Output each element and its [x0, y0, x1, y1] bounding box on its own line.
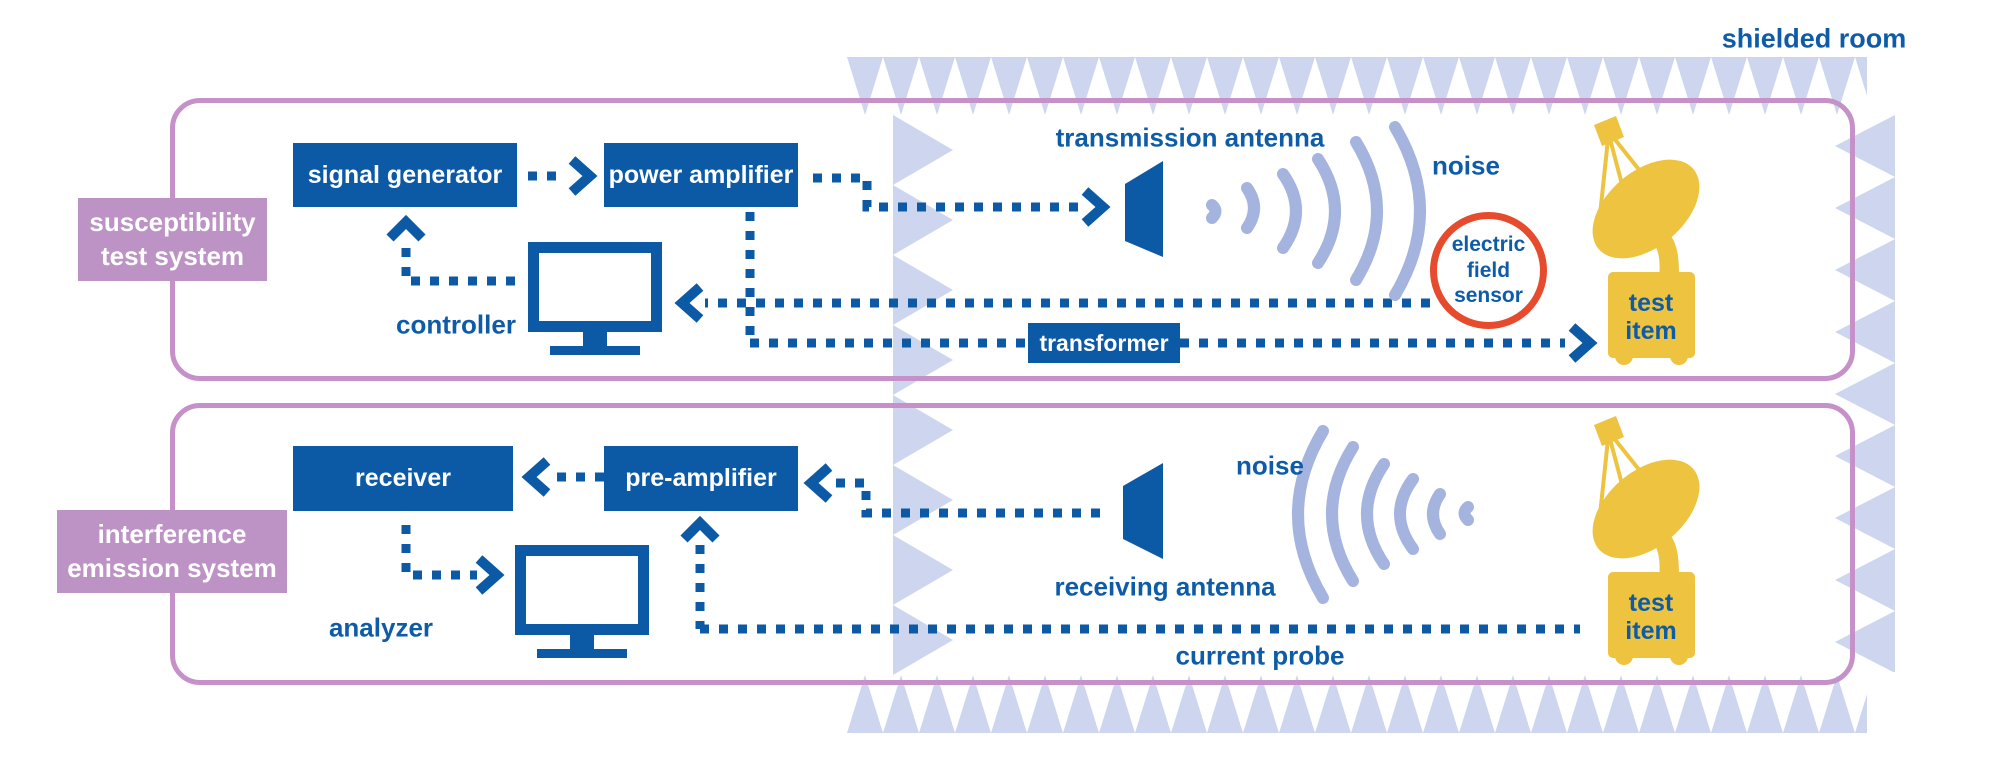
arrowhead-into-preamp — [803, 463, 833, 503]
test-item-icon-top: test item — [1592, 116, 1700, 365]
dish-arm-icon — [1642, 223, 1679, 285]
test-item-foot-right — [1670, 647, 1688, 665]
shielded-room-label: shielded room — [1721, 23, 1907, 54]
receiver-box: receiver — [293, 446, 513, 511]
analyzer-monitor-icon — [515, 545, 649, 658]
test-item-foot-left — [1615, 647, 1633, 665]
sensor-label-line3: sensor — [1454, 284, 1523, 308]
controller-label: controller — [396, 309, 516, 340]
arrowhead-up-into-preamp — [680, 515, 720, 543]
line-receiver-to-analyzer — [401, 525, 477, 580]
dish-icon — [1592, 459, 1700, 559]
dish-icon — [1592, 159, 1700, 259]
analyzer-label: analyzer — [328, 612, 434, 643]
test-item-foot-right — [1670, 347, 1688, 365]
interference-label-line2: emission system — [67, 552, 277, 583]
test-item-icon-bottom: test item — [1592, 416, 1700, 665]
pre-amplifier-box: pre-amplifier — [604, 446, 798, 511]
absorber-wall-top — [847, 57, 1867, 115]
test-item-foot-left — [1615, 347, 1633, 365]
noise-label-top: noise — [1432, 150, 1500, 181]
sensor-label-line1: electric — [1451, 233, 1526, 257]
receiving-antenna-icon — [1123, 463, 1163, 559]
analyzer-monitor-stand — [570, 633, 594, 651]
signal-generator-box: signal generator — [293, 143, 517, 207]
arrowhead-into-controller — [674, 283, 704, 323]
controller-monitor-base — [550, 346, 640, 355]
transformer-box: transformer — [1028, 323, 1180, 363]
line-poweramp-to-antenna — [813, 173, 1078, 212]
noise-waves-top — [1206, 121, 1426, 301]
transmission-antenna-label: transmission antenna — [1055, 122, 1325, 153]
test-item-label-line1: test — [1629, 289, 1674, 317]
arrowhead-into-receiver — [521, 457, 551, 497]
susceptibility-label-line1: susceptibility — [89, 207, 256, 238]
test-item-label-line2: item — [1625, 317, 1676, 345]
susceptibility-system-label: susceptibility test system — [78, 198, 267, 281]
analyzer-monitor-screen — [515, 545, 649, 635]
test-item-label-line1: test — [1629, 589, 1674, 617]
transmission-antenna-icon — [1125, 161, 1163, 257]
test-item-cabinet — [1608, 572, 1695, 658]
interference-label-line1: interference — [97, 519, 247, 550]
arrowhead-into-analyzer — [475, 555, 505, 595]
absorber-wall-right — [1835, 115, 1895, 672]
arrowhead-into-test-item-top — [1568, 323, 1598, 363]
dish-arm-icon — [1642, 523, 1679, 585]
noise-waves-bottom — [1292, 425, 1474, 604]
arrowhead-into-poweramp — [568, 156, 598, 196]
arrowhead-up-into-signalgen — [386, 214, 426, 242]
sensor-label-line2: field — [1466, 258, 1511, 282]
controller-monitor-stand — [583, 330, 607, 348]
line-controller-to-signalgen — [401, 240, 515, 286]
controller-monitor-screen — [528, 242, 662, 332]
controller-monitor-icon — [528, 242, 662, 355]
line-antenna-to-preamp — [836, 478, 1101, 518]
test-item-label-line2: item — [1625, 617, 1676, 645]
arrowhead-into-transmission-antenna — [1081, 187, 1111, 227]
susceptibility-label-line2: test system — [100, 240, 245, 271]
receiving-antenna-label: receiving antenna — [1054, 571, 1276, 602]
noise-label-bottom: noise — [1236, 450, 1304, 481]
power-amplifier-box: power amplifier — [604, 143, 798, 207]
analyzer-monitor-base — [537, 649, 627, 658]
current-probe-label: current probe — [1175, 640, 1345, 671]
interference-system-label: interference emission system — [57, 510, 287, 593]
test-item-cabinet — [1608, 272, 1695, 358]
electric-field-sensor-badge: electric field sensor — [1430, 212, 1547, 329]
